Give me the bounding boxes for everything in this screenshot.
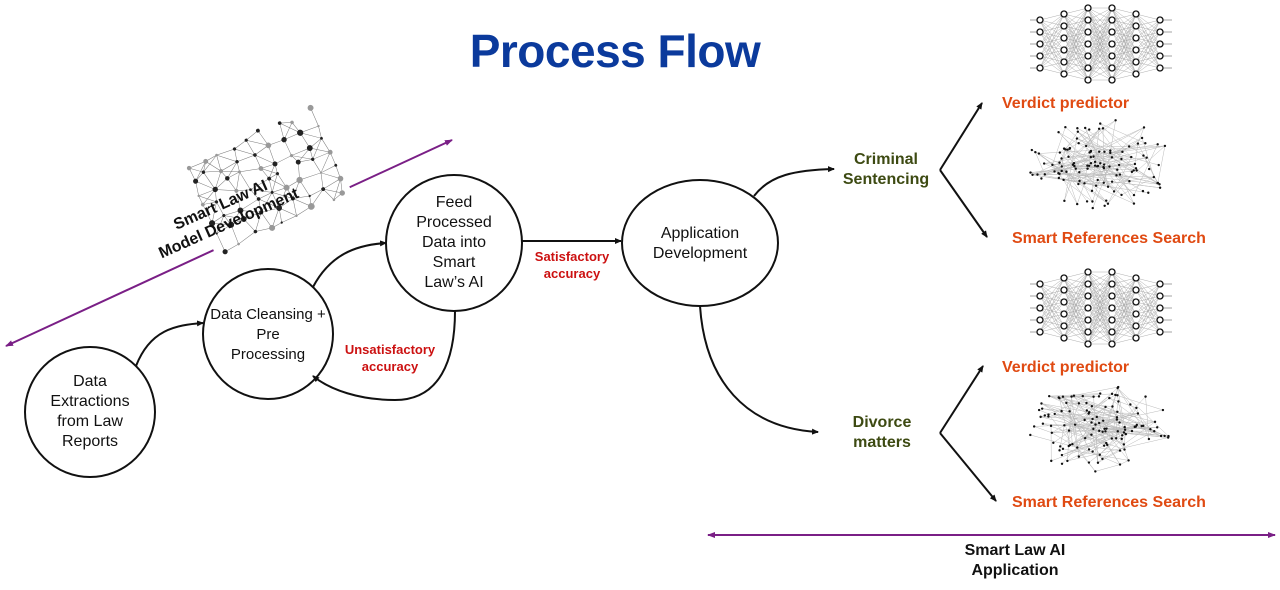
graph-network-image [1029, 119, 1167, 210]
category-label-line: Criminal [853, 151, 918, 168]
edge-label-line: Satisfactory [534, 249, 610, 264]
edge-label-line: accuracy [543, 266, 601, 281]
node-label-line: Pre [256, 326, 280, 343]
graph-network-image [1029, 385, 1170, 473]
edge-feed-to-cleanse-unsatisfactory [312, 310, 456, 402]
node-label-line: Data into [421, 234, 487, 251]
category-criminal-sentencing[interactable]: Criminal Sentencing [836, 150, 936, 190]
output-smart-references-search[interactable]: Smart References Search [1012, 494, 1206, 511]
branch-divorce-verdict [939, 365, 984, 434]
node-label-line: Reports [61, 433, 119, 450]
node-label-line: Data Cleansing + [210, 306, 326, 323]
edge-extract-to-cleanse [135, 320, 204, 367]
edge-appdev-to-criminal [753, 166, 835, 197]
node-data-extraction-label: Data Extractions from Law Reports [30, 372, 150, 452]
output-verdict-predictor[interactable]: Verdict predictor [1002, 95, 1130, 112]
phase-label-line: Smart Law AI [964, 542, 1066, 559]
neural-network-image [1030, 268, 1172, 348]
output-smart-references-search[interactable]: Smart References Search [1012, 230, 1206, 247]
edge-appdev-to-divorce [699, 305, 819, 435]
node-application-development-label: Application Development [630, 224, 770, 264]
edge-cleanse-to-feed [312, 240, 387, 288]
branch-criminal-references [939, 169, 988, 238]
node-label-line: Feed [435, 194, 473, 211]
satisfactory-accuracy-label: Satisfactory accuracy [522, 248, 622, 282]
unsatisfactory-accuracy-label: Unsatisfactory accuracy [335, 341, 445, 375]
application-phase-label: Smart Law AI Application [930, 541, 1100, 581]
node-label-line: Data [73, 373, 107, 390]
edge-label-line: accuracy [361, 359, 419, 374]
node-data-extraction[interactable] [24, 346, 156, 478]
node-feed-ai-label: Feed Processed Data into Smart Law’s AI [394, 193, 514, 293]
node-label-line: Processed [416, 214, 492, 231]
node-label-line: Processing [230, 346, 306, 363]
page-title: Process Flow [469, 25, 761, 77]
branch-criminal-verdict [939, 102, 983, 171]
category-label-line: matters [853, 434, 911, 451]
phase-label-line: Application [971, 562, 1059, 579]
edge-label-line: Unsatisfactory [344, 342, 436, 357]
category-label-line: Divorce [852, 414, 912, 431]
output-verdict-predictor[interactable]: Verdict predictor [1002, 359, 1130, 376]
node-data-cleansing[interactable] [202, 268, 334, 400]
node-label-line: from Law [57, 413, 123, 430]
category-label-line: Sentencing [842, 171, 930, 188]
neural-network-image [1030, 4, 1172, 84]
node-label-line: Development [652, 245, 748, 262]
node-label-line: Extractions [50, 393, 130, 410]
node-label-line: Application [660, 225, 740, 242]
node-label-line: Law’s AI [424, 274, 484, 291]
branch-divorce-references [939, 432, 997, 502]
node-data-cleansing-label: Data Cleansing + Pre Processing [198, 305, 338, 365]
network-mesh-image [174, 101, 355, 259]
category-divorce-matters[interactable]: Divorce matters [832, 413, 932, 453]
node-label-line: Smart [432, 254, 476, 271]
